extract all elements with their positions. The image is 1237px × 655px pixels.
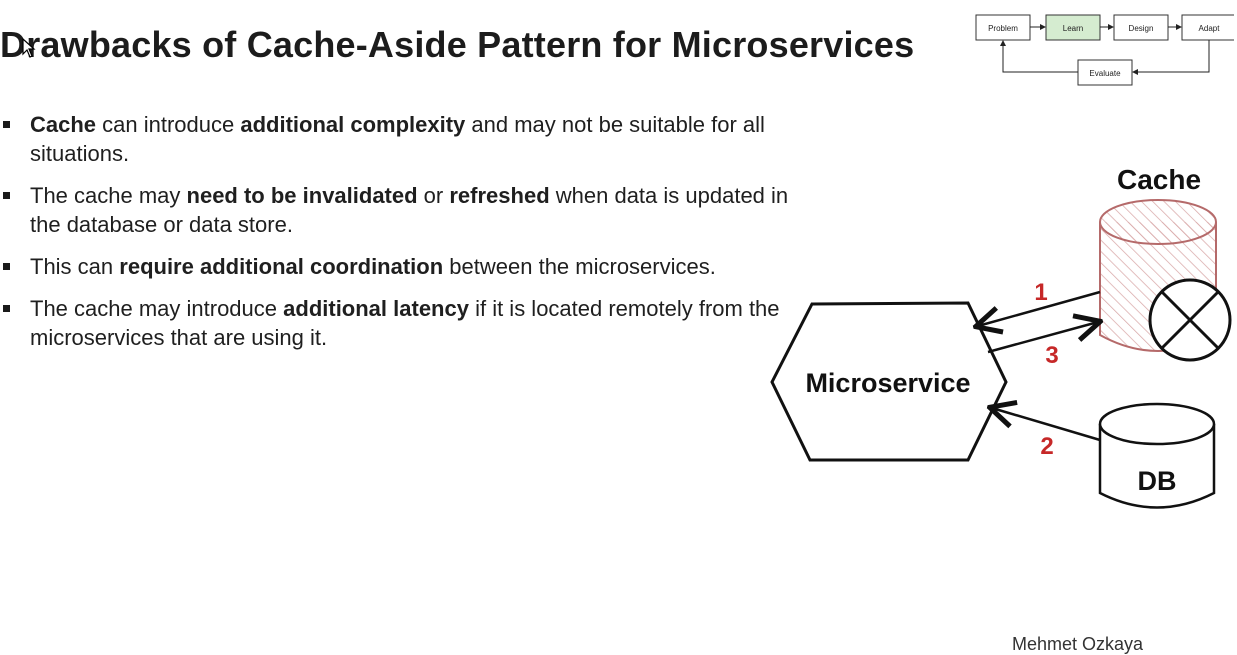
process-step-problem: Problem [975, 14, 1031, 41]
microservice-label: Microservice [805, 368, 970, 398]
cache-unavailable-icon [1148, 278, 1232, 362]
bullet-emphasis: refreshed [449, 183, 550, 208]
bullet-emphasis: need to be invalidated [186, 183, 418, 208]
slide-title: Drawbacks of Cache-Aside Pattern for Mic… [0, 24, 915, 65]
process-step-design-label: Design [1129, 24, 1154, 33]
bullet-emphasis: additional latency [283, 296, 469, 321]
process-step-adapt: Adapt [1181, 14, 1234, 41]
process-step-learn: Learn [1045, 14, 1101, 41]
bullet-text: can introduce [96, 112, 241, 137]
process-step-adapt-label: Adapt [1199, 24, 1221, 33]
process-map: Problem Learn Design Adapt Evaluate [975, 14, 1234, 86]
bullet-item: The cache may need to be invalidated or … [0, 181, 790, 239]
step-2-label: 2 [1040, 433, 1053, 460]
cache-aside-diagram: Cache Microservice DB 1 3 2 [770, 164, 1232, 509]
bullet-list: Cache can introduce additional complexit… [0, 110, 790, 365]
process-step-evaluate-label: Evaluate [1089, 69, 1121, 78]
bullet-emphasis: require additional coordination [119, 254, 444, 279]
bullet-item: Cache can introduce additional complexit… [0, 110, 790, 168]
bullet-text: between the microservices. [443, 254, 716, 279]
step-3-label: 3 [1045, 342, 1058, 369]
bullet-marker-icon [3, 305, 10, 312]
bullet-marker-icon [3, 192, 10, 199]
arrow-step-1 [978, 290, 1101, 326]
bullet-text: The cache may introduce [30, 296, 284, 321]
bullet-emphasis: additional complexity [240, 112, 466, 137]
mouse-cursor-icon [22, 38, 36, 58]
process-step-design: Design [1113, 14, 1169, 41]
db-label: DB [1138, 466, 1177, 496]
bullet-text: if it is located remotely from the micro… [30, 296, 780, 350]
cache-label: Cache [1117, 164, 1201, 195]
process-step-evaluate: Evaluate [1077, 59, 1133, 86]
bullet-text: when data is updated in the database or … [30, 183, 789, 237]
bullet-item: This can require additional coordination… [0, 252, 790, 281]
process-step-problem-label: Problem [988, 24, 1018, 33]
process-connectors [1000, 24, 1210, 75]
step-1-label: 1 [1034, 279, 1047, 306]
bullet-emphasis: Cache [30, 112, 97, 137]
bullet-item: The cache may introduce additional laten… [0, 294, 790, 352]
bullet-marker-icon [3, 121, 10, 128]
arrow-step-2 [992, 408, 1101, 442]
bullet-text: or [417, 183, 450, 208]
process-step-learn-label: Learn [1063, 24, 1083, 33]
db-cylinder: DB [1098, 402, 1216, 509]
arrow-step-3 [987, 322, 1098, 354]
bullet-marker-icon [3, 263, 10, 270]
bullet-text: This can [30, 254, 120, 279]
microservice-node: Microservice [770, 301, 1008, 462]
bullet-text: and may not be suitable for all situatio… [30, 112, 765, 166]
bullet-text: The cache may [30, 183, 187, 208]
